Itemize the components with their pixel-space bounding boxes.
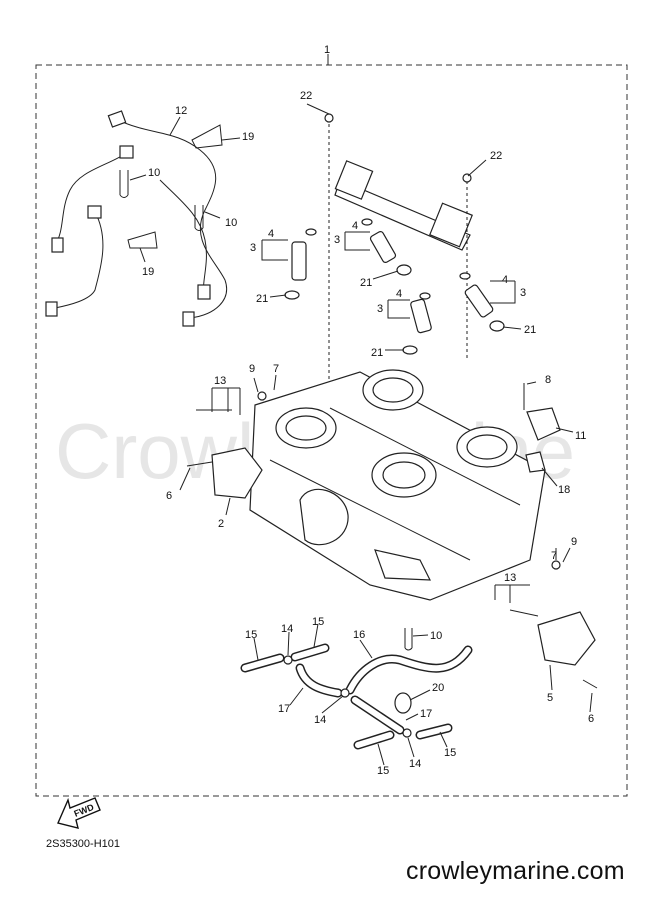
- callout-2: 2: [218, 518, 224, 530]
- vacuum-hoses: [240, 643, 473, 750]
- callout-14: 14: [409, 758, 421, 770]
- callout-21: 21: [371, 347, 383, 359]
- callout-17: 17: [420, 708, 432, 720]
- callout-4: 4: [502, 274, 508, 286]
- callout-14: 14: [314, 714, 326, 726]
- site-name[interactable]: crowleymarine.com: [406, 857, 625, 885]
- callout-10: 10: [430, 630, 442, 642]
- callout-3: 3: [250, 242, 256, 254]
- callout-1: 1: [324, 44, 330, 56]
- drawing-code: 2S35300-H101: [46, 838, 121, 850]
- callout-14: 14: [281, 623, 293, 635]
- callout-11: 11: [575, 430, 586, 442]
- callout-9: 9: [571, 536, 577, 548]
- callout-3: 3: [334, 234, 340, 246]
- callouts: 1 2 3 3 3 3 4 4 4 4 5 6 6 7 7 8 9 9 10 1…: [142, 44, 594, 777]
- callout-19: 19: [142, 266, 154, 278]
- callout-13: 13: [504, 572, 516, 584]
- callout-4: 4: [352, 220, 358, 232]
- callout-3: 3: [520, 287, 526, 299]
- throttle-body: [249, 369, 546, 601]
- callout-21: 21: [524, 324, 536, 336]
- wire-harness: [45, 110, 227, 327]
- callout-10: 10: [148, 167, 160, 179]
- callout-5: 5: [547, 692, 553, 704]
- callout-15: 15: [377, 765, 389, 777]
- throttle-position-sensors: [211, 407, 596, 666]
- callout-18: 18: [558, 484, 570, 496]
- callout-20: 20: [432, 682, 444, 694]
- callout-9: 9: [249, 363, 255, 375]
- callout-21: 21: [360, 277, 372, 289]
- callout-22: 22: [490, 150, 502, 162]
- callout-10: 10: [225, 217, 237, 229]
- callout-17: 17: [278, 703, 290, 715]
- callout-15: 15: [312, 616, 324, 628]
- callout-4: 4: [396, 288, 402, 300]
- callout-7: 7: [273, 363, 279, 375]
- callout-13: 13: [214, 375, 226, 387]
- callout-16: 16: [353, 629, 365, 641]
- harness-clips: [119, 124, 413, 651]
- fuel-rail: [324, 113, 473, 410]
- callout-12: 12: [175, 105, 187, 117]
- screws: [186, 383, 598, 689]
- callout-4: 4: [268, 228, 274, 240]
- callout-8: 8: [545, 374, 551, 386]
- callout-15: 15: [245, 629, 257, 641]
- callout-3: 3: [377, 303, 383, 315]
- callout-21: 21: [256, 293, 268, 305]
- callout-15: 15: [444, 747, 456, 759]
- callout-6: 6: [588, 713, 594, 725]
- callout-19: 19: [242, 131, 254, 143]
- callout-7: 7: [551, 550, 557, 562]
- callout-6: 6: [166, 490, 172, 502]
- injectors: [284, 218, 505, 355]
- fwd-arrow-icon: FWD: [57, 797, 101, 829]
- callout-22: 22: [300, 90, 312, 102]
- assembly-border: [35, 64, 628, 797]
- leader-lines: [129, 103, 593, 766]
